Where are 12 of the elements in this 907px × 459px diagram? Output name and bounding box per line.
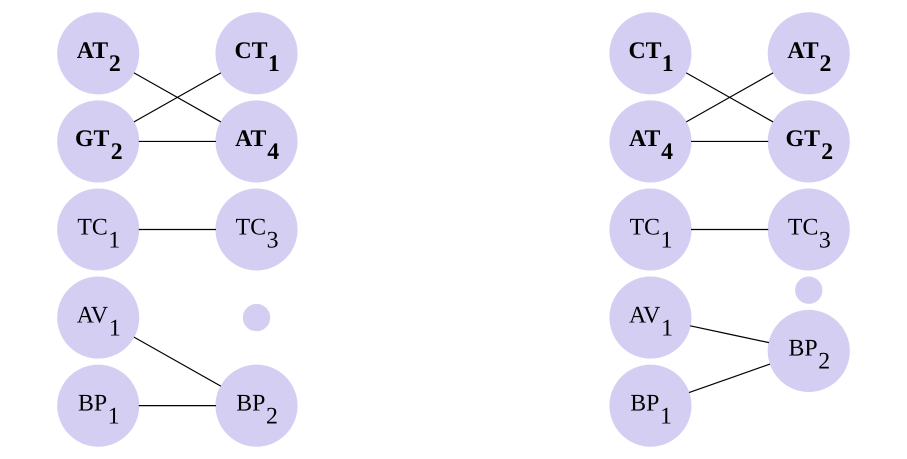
connector: [691, 140, 768, 142]
connector: [686, 72, 774, 122]
node-circle: [795, 276, 822, 304]
connector: [691, 228, 768, 230]
connector: [138, 228, 216, 230]
node-circle: [242, 304, 270, 332]
connector: [688, 364, 770, 394]
connector: [138, 405, 216, 406]
connector: [134, 72, 222, 122]
connector: [138, 140, 216, 142]
connector: [134, 336, 222, 387]
connector: [690, 325, 770, 344]
